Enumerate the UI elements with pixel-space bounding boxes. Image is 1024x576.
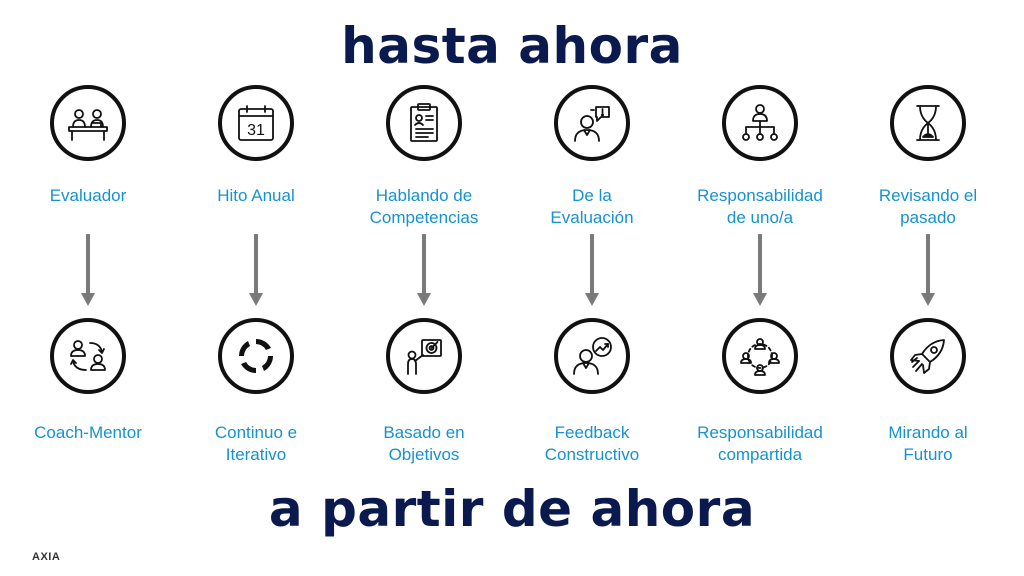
- title-hasta-ahora: hasta ahora: [341, 17, 683, 75]
- hourglass-icon: [890, 85, 966, 161]
- arrow-down: [585, 234, 599, 306]
- rocket-icon: [890, 318, 966, 394]
- presenter-target-icon: [386, 318, 462, 394]
- cycle-arrows-icon: [218, 318, 294, 394]
- column-evaluador: Evaluador Coach-Mentor: [12, 0, 172, 576]
- arrow-down: [249, 234, 263, 306]
- title-a-partir-de-ahora: a partir de ahora: [268, 480, 756, 538]
- team-network-icon: [722, 318, 798, 394]
- clipboard-icon: [386, 85, 462, 161]
- arrow-down: [81, 234, 95, 306]
- person-growth-icon: [554, 318, 630, 394]
- calendar-day-number: 31: [247, 122, 265, 139]
- label-coach-mentor: Coach-Mentor: [34, 423, 142, 442]
- coach-mentor-icon: [50, 318, 126, 394]
- person-alert-icon: [554, 85, 630, 161]
- arrow-down: [753, 234, 767, 306]
- calendar-icon: 31: [218, 85, 294, 161]
- label-evaluador: Evaluador: [49, 186, 127, 205]
- evaluator-icon: [50, 85, 126, 161]
- label-hito-anual: Hito Anual: [217, 186, 295, 205]
- arrow-down: [417, 234, 431, 306]
- org-chart-icon: [722, 85, 798, 161]
- brand-logo-text: AXIA: [32, 551, 61, 563]
- arrow-down: [921, 234, 935, 306]
